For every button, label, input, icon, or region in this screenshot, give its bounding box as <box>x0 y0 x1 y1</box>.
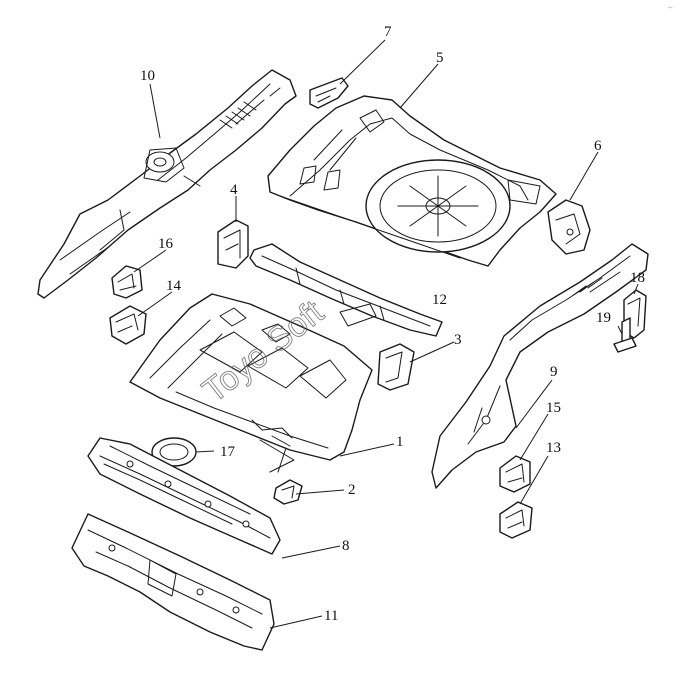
callout-13: 13 <box>546 440 561 456</box>
part-12-cross-member <box>249 243 443 337</box>
part-10-left-side-member <box>37 69 297 299</box>
corner-mark: -- <box>668 5 673 12</box>
part-19-bolt <box>613 317 637 353</box>
callout-1: 1 <box>396 434 404 450</box>
part-9-right-side-member <box>431 243 649 489</box>
callout-16: 16 <box>158 236 174 252</box>
callout-6: 6 <box>594 138 602 154</box>
callout-11: 11 <box>324 608 338 624</box>
callout-5: 5 <box>436 50 444 66</box>
callout-8: 8 <box>342 538 350 554</box>
part-4-vertical-bracket <box>217 219 249 269</box>
part-8-dash-cross-member <box>87 437 281 555</box>
callout-3: 3 <box>454 332 462 348</box>
leader-lines <box>133 39 639 629</box>
part-15-bracket <box>499 455 531 493</box>
part-16-bracket <box>111 265 143 299</box>
part-14-bracket <box>109 305 147 345</box>
part-3-plate <box>377 343 415 391</box>
callout-7: 7 <box>384 24 392 40</box>
part-5-rear-floor-pan <box>267 95 557 267</box>
callout-4: 4 <box>230 182 238 198</box>
callout-numbers: 10 7 5 6 4 16 12 14 3 18 19 9 15 13 1 17… <box>140 24 645 624</box>
callout-12: 12 <box>432 292 447 308</box>
part-1-floor-panel <box>129 293 373 473</box>
part-2-clip <box>273 479 303 505</box>
callout-9: 9 <box>550 364 558 380</box>
part-7-bracket <box>309 77 349 109</box>
callout-2: 2 <box>348 482 356 498</box>
part-13-bracket <box>499 501 533 539</box>
callout-14: 14 <box>166 278 182 294</box>
callout-18: 18 <box>630 270 645 286</box>
callout-10: 10 <box>140 68 155 84</box>
part-11-lower-dash-panel <box>71 513 275 651</box>
part-6-rear-bracket <box>547 199 591 255</box>
callout-19: 19 <box>596 310 611 326</box>
callout-15: 15 <box>546 400 561 416</box>
callout-17: 17 <box>220 444 236 460</box>
